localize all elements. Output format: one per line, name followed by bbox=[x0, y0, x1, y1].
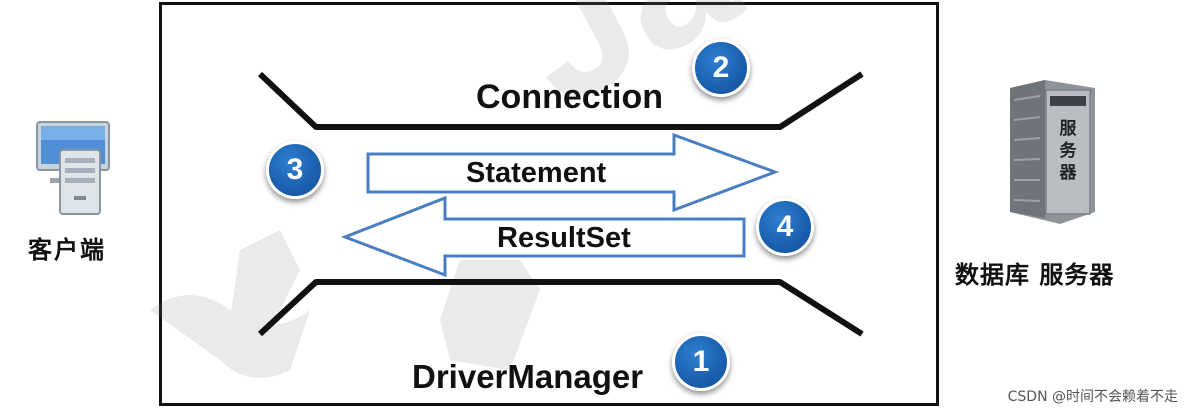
database-server-label: 数据库 服务器 bbox=[955, 261, 1115, 289]
resultset-arrow bbox=[340, 195, 746, 278]
connection-label: Connection bbox=[476, 78, 663, 116]
diagram-frame bbox=[159, 2, 939, 406]
csdn-watermark: CSDN @时间不会赖着不走 bbox=[1007, 389, 1178, 405]
server-tower-char-2: 务 bbox=[1060, 140, 1078, 161]
server-tower-char-3: 器 bbox=[1059, 163, 1078, 183]
connection-boundary-line bbox=[257, 71, 864, 130]
statement-arrow bbox=[366, 132, 780, 213]
server-tower-char-1: 服 bbox=[1060, 119, 1078, 139]
resultset-label: ResultSet bbox=[497, 222, 631, 254]
statement-label: Statement bbox=[466, 157, 607, 189]
server-tower-icon: 服 务 器 bbox=[1010, 80, 1095, 224]
step-badge-1: 1 bbox=[672, 333, 730, 391]
client-label: 客户端 bbox=[28, 236, 106, 264]
step-badge-2: 2 bbox=[692, 39, 750, 97]
drivermanager-label: DriverManager bbox=[412, 358, 644, 395]
drivermanager-boundary-line bbox=[257, 279, 864, 337]
step-badge-3: 3 bbox=[266, 141, 324, 199]
desktop-computer-icon bbox=[36, 121, 110, 215]
step-badge-4: 4 bbox=[756, 198, 814, 256]
